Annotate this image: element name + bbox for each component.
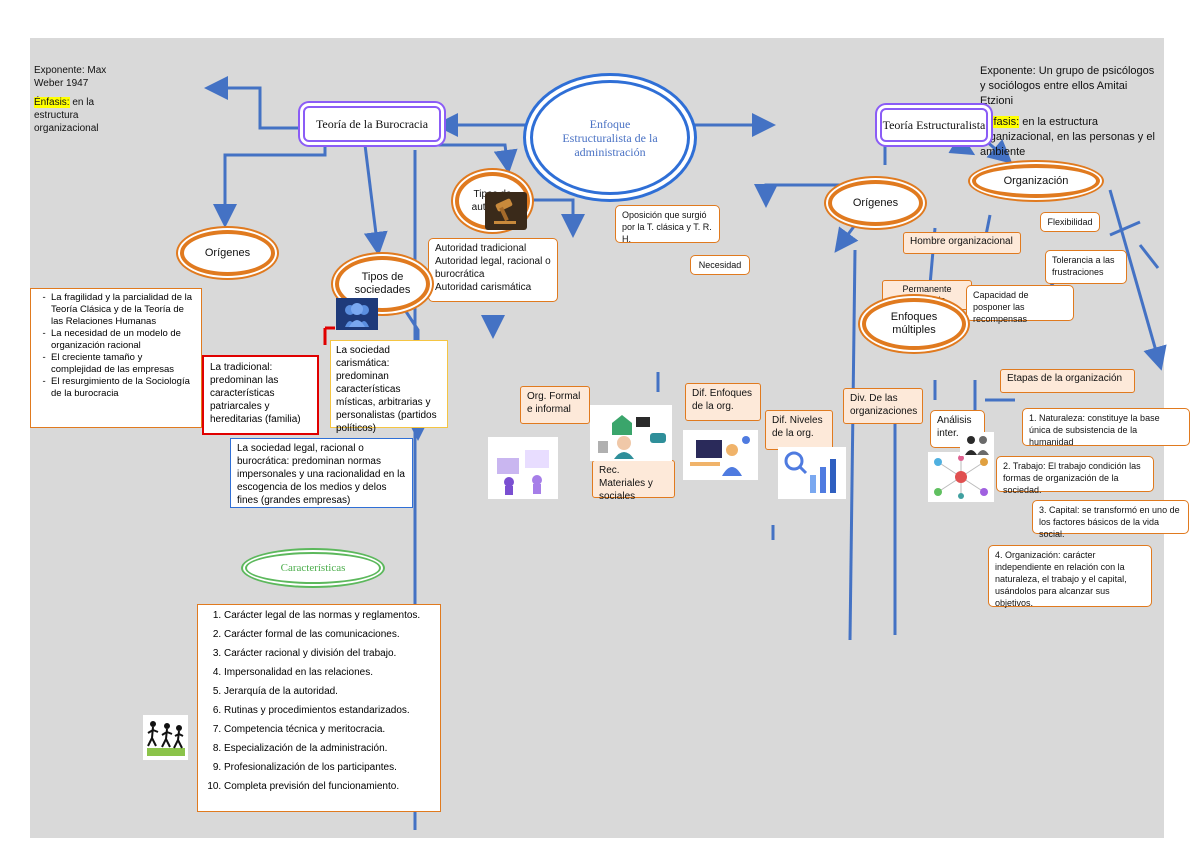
caracteristica-item: Carácter legal de las normas y reglament…: [224, 610, 434, 622]
necesidad-box: Necesidad: [690, 255, 750, 275]
caracteristica-item: Impersonalidad en las relaciones.: [224, 667, 434, 679]
caracteristica-item: Profesionalización de los participantes.: [224, 762, 434, 774]
caracteristicas-list: Carácter legal de las normas y reglament…: [204, 610, 434, 793]
tolerancia-box: Tolerancia a las frustraciones: [1045, 250, 1127, 284]
etapa-naturaleza-box: 1. Naturaleza: constituye la base única …: [1022, 408, 1190, 447]
caracteristicas-list-box: Carácter legal de las normas y reglament…: [197, 604, 441, 812]
etapa-organizacion-box: 4. Organización: carácter independiente …: [988, 545, 1152, 608]
autoridad-item: Autoridad carismática: [435, 282, 532, 293]
origen-item: El resurgimiento de la Sociología de la …: [51, 376, 195, 400]
left-title-box: Teoría de la Burocracia: [303, 106, 441, 142]
chart-illustration-icon: [778, 447, 846, 499]
analisis-text: Análisis inter.: [937, 415, 972, 439]
capacidad-text: Capacidad de posponer las recompensas: [973, 290, 1029, 324]
capacidad-box: Capacidad de posponer las recompensas: [966, 285, 1074, 324]
origenes-bullets: La fragilidad y la parcialidad de la Teo…: [37, 292, 195, 400]
analisis-box: Análisis inter.: [930, 410, 985, 448]
left-exponente-text: Exponente: Max Weber 1947: [34, 65, 107, 89]
right-title-box: Teoría Estructuralista: [880, 108, 988, 142]
dif-niveles-box: Dif. Niveles de la org.: [765, 410, 833, 450]
enfoques-ellipse: Enfoques múltiples: [862, 298, 966, 350]
organizacion-ellipse: Organización: [972, 164, 1100, 198]
right-exponente-text: Exponente: Un grupo de psicólogos y soci…: [980, 65, 1155, 107]
oposicion-box: Oposición que surgió por la T. clásica y…: [615, 205, 720, 244]
caracteristica-item: Carácter formal de las comunicaciones.: [224, 629, 434, 641]
materials-illustration-icon: [590, 405, 672, 461]
right-exponente: Exponente: Un grupo de psicólogos y soci…: [980, 64, 1155, 160]
left-exponente: Exponente: Max Weber 1947 Énfasis: en la…: [34, 64, 114, 135]
right-enfasis-text: en la estructura organizacional, en las …: [980, 116, 1155, 158]
org-formal-box: Org. Formal e informal: [520, 386, 590, 424]
rec-materiales-text: Rec. Materiales y sociales: [599, 465, 653, 502]
autoridad-item: Autoridad tradicional: [435, 243, 527, 254]
work-illustration-icon: [683, 430, 758, 480]
flexibilidad-text: Flexibilidad: [1047, 217, 1093, 227]
tolerancia-text: Tolerancia a las frustraciones: [1052, 255, 1115, 277]
caracteristicas-label: Características: [280, 562, 346, 574]
hombre-box: Hombre organizacional: [903, 232, 1021, 254]
carismatica-text: La sociedad carismática: predominan cara…: [336, 345, 437, 434]
etapa-trabajo-text: 2. Trabajo: El trabajo condición las for…: [1003, 461, 1141, 495]
etapa-trabajo-box: 2. Trabajo: El trabajo condición las for…: [996, 456, 1154, 495]
flexibilidad-box: Flexibilidad: [1040, 212, 1100, 232]
etapa-naturaleza-text: 1. Naturaleza: constituye la base única …: [1029, 413, 1160, 447]
people-icon: [336, 298, 378, 330]
center-title: Enfoque Estructuralista de la administra…: [562, 116, 658, 159]
caracteristica-item: Competencia técnica y meritocracia.: [224, 724, 434, 736]
etapas-box: Etapas de la organización: [1000, 369, 1135, 393]
team-illustration-icon: [488, 437, 558, 499]
center-ellipse: Enfoque Estructuralista de la administra…: [530, 80, 690, 195]
caracteristica-item: Carácter racional y división del trabajo…: [224, 648, 434, 660]
left-title: Teoría de la Burocracia: [315, 116, 429, 131]
carismatica-box: La sociedad carismática: predominan cara…: [330, 340, 448, 434]
etapas-text: Etapas de la organización: [1007, 373, 1123, 384]
necesidad-text: Necesidad: [698, 260, 742, 270]
etapa-capital-text: 3. Capital: se transformó en uno de los …: [1039, 505, 1180, 539]
left-origenes-list: La fragilidad y la parcialidad de la Teo…: [30, 288, 202, 428]
right-origenes-label: Orígenes: [852, 197, 899, 209]
tipos-sociedades-label: Tipos de sociedades: [354, 271, 411, 296]
org-formal-text: Org. Formal e informal: [527, 391, 581, 415]
dif-enfoques-text: Dif. Enfoques de la org.: [692, 388, 753, 412]
runners-icon: [143, 715, 188, 760]
caracteristica-item: Jerarquía de la autoridad.: [224, 686, 434, 698]
right-title: Teoría Estructuralista: [882, 117, 986, 132]
origen-item: La fragilidad y la parcialidad de la Teo…: [51, 292, 195, 328]
organizacion-label: Organización: [1003, 175, 1069, 187]
etapa-capital-box: 3. Capital: se transformó en uno de los …: [1032, 500, 1189, 539]
rec-materiales-box: Rec. Materiales y sociales: [592, 460, 675, 502]
legal-box: La sociedad legal, racional o burocrátic…: [230, 438, 413, 508]
caracteristicas-ellipse: Características: [245, 552, 381, 584]
right-enfasis-label: Énfasis:: [980, 116, 1020, 128]
origen-item: La necesidad de un modelo de organizació…: [51, 328, 195, 352]
dif-niveles-text: Dif. Niveles de la org.: [772, 415, 823, 439]
network-illustration-icon: [928, 452, 994, 502]
hombre-text: Hombre organizacional: [910, 236, 1013, 247]
right-origenes-ellipse: Orígenes: [828, 180, 923, 226]
left-enfasis-label: Énfasis:: [34, 97, 70, 108]
left-origenes-label: Orígenes: [204, 247, 251, 259]
left-origenes-ellipse: Orígenes: [180, 230, 275, 276]
gavel-icon: [485, 192, 527, 230]
left-enfasis-text: en la estructura organizacional: [34, 97, 99, 134]
div-org-text: Div. De las organizaciones: [850, 393, 918, 417]
caracteristica-item: Especialización de la administración.: [224, 743, 434, 755]
caracteristica-item: Rutinas y procedimientos estandarizados.: [224, 705, 434, 717]
etapa-organizacion-text: 4. Organización: carácter independiente …: [995, 550, 1127, 608]
div-org-box: Div. De las organizaciones: [843, 388, 923, 424]
oposicion-text: Oposición que surgió por la T. clásica y…: [622, 210, 712, 244]
enfoques-label: Enfoques múltiples: [890, 311, 938, 336]
legal-text: La sociedad legal, racional o burocrátic…: [237, 443, 405, 506]
dif-enfoques-box: Dif. Enfoques de la org.: [685, 383, 761, 421]
people-analysis-icon: [960, 432, 994, 456]
tradicional-text: La tradicional: predominan las caracterí…: [210, 362, 301, 425]
origen-item: El creciente tamaño y complejidad de las…: [51, 352, 195, 376]
tradicional-box: La tradicional: predominan las caracterí…: [202, 355, 319, 435]
caracteristica-item: Completa previsión del funcionamiento.: [224, 781, 434, 793]
autoridad-item: Autoridad legal, racional o burocrática: [435, 256, 551, 280]
autoridad-list-box: Autoridad tradicional Autoridad legal, r…: [428, 238, 558, 302]
